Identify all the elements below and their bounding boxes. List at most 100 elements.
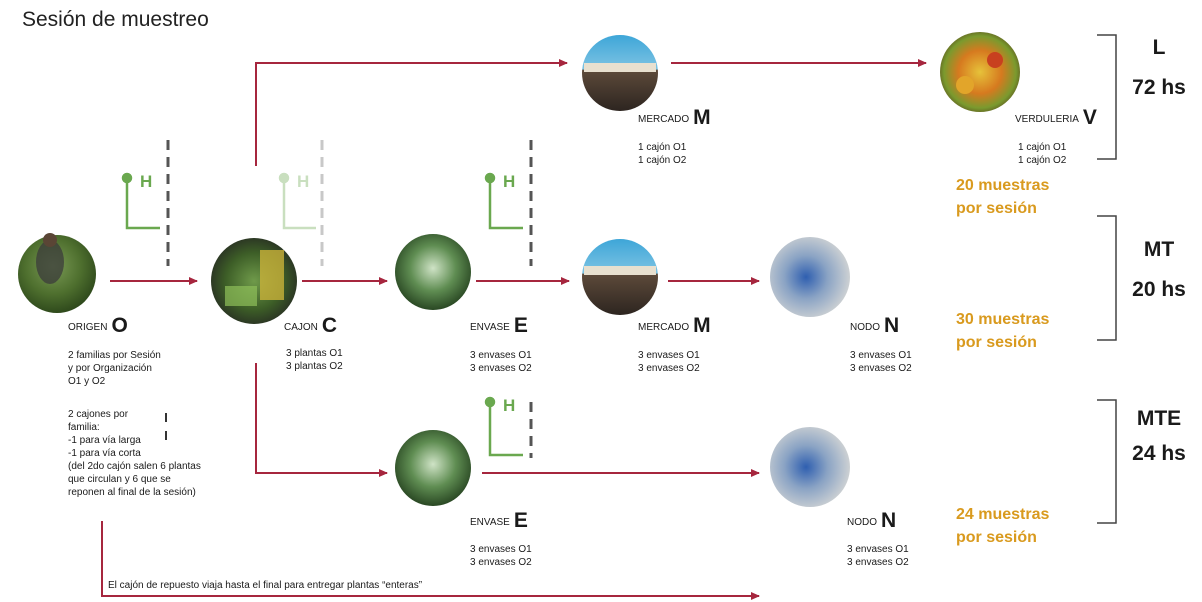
node-envase-bot-desc: 3 envases O1 3 envases O2	[470, 543, 532, 569]
node-nodo-mid-label: NODO N	[850, 314, 899, 338]
node-envase-mid-name: ENVASE	[470, 322, 510, 333]
photo-nodo-bot	[770, 427, 850, 507]
node-envase-bot-letter: E	[513, 509, 528, 532]
text-line: 1 cajón O1	[1018, 142, 1067, 153]
text-line: 3 envases O2	[470, 363, 532, 374]
node-nodo-bot-name: NODO	[847, 517, 877, 528]
node-mercado-mid-letter: M	[693, 314, 711, 337]
bracket-l	[1097, 34, 1117, 160]
node-nodo-mid-letter: N	[884, 314, 900, 337]
text-line: -1 para vía corta	[68, 448, 141, 459]
node-nodo-mid-name: NODO	[850, 322, 880, 333]
photo-envase-bot	[395, 430, 471, 506]
node-cajon-letter: C	[321, 314, 338, 337]
node-origen-letter: O	[111, 314, 128, 337]
text-line: 3 envases O1	[850, 350, 912, 361]
text-line: 2 cajones por	[68, 409, 129, 420]
node-mercado-mid-name: MERCADO	[638, 322, 690, 333]
node-envase-mid-letter: E	[513, 314, 528, 337]
node-cajon-name: CAJON	[284, 322, 318, 333]
text-line: por sesión	[956, 334, 1037, 351]
node-nodo-mid-desc: 3 envases O1 3 envases O2	[850, 349, 912, 375]
node-mercado-top-name: MERCADO	[638, 114, 690, 125]
text-line: 3 envases O2	[847, 557, 909, 568]
text-line: 3 plantas O2	[286, 361, 343, 372]
text-line: por sesión	[956, 200, 1037, 217]
photo-verduleria	[940, 32, 1020, 112]
node-verduleria-desc: 1 cajón O1 1 cajón O2	[1018, 141, 1066, 167]
text-line: 1 cajón O2	[1018, 155, 1067, 166]
spare-crate-note: El cajón de repuesto viaja hasta el fina…	[108, 580, 423, 591]
node-nodo-bot-desc: 3 envases O1 3 envases O2	[847, 543, 909, 569]
text-line: 3 envases O1	[847, 544, 909, 555]
h-marker-3-label: H	[503, 172, 516, 191]
h-marker-4-label: H	[503, 396, 516, 415]
route-l-time: 72 hs	[1132, 76, 1186, 99]
text-line: 1 cajón O1	[638, 142, 687, 153]
photo-origen	[18, 233, 96, 313]
text-line: por sesión	[956, 529, 1037, 546]
arrow-cajon-mercado-top	[255, 59, 568, 166]
text-line: 3 envases O1	[470, 544, 532, 555]
text-line: -1 para vía larga	[68, 435, 141, 446]
text-line: 3 envases O2	[850, 363, 912, 374]
node-cajon-desc: 3 plantas O1 3 plantas O2	[286, 347, 343, 373]
route-l-code: L	[1152, 36, 1166, 59]
text-line: 24 muestras	[956, 506, 1050, 523]
text-line: 30 muestras	[956, 311, 1050, 328]
text-line: 2 familias por Sesión	[68, 350, 161, 361]
text-line: que circulan y 6 que se	[68, 474, 171, 485]
text-line: 3 plantas O1	[286, 348, 343, 359]
samples-l: 20 muestras por sesión	[956, 174, 1049, 220]
photo-mercado-top	[582, 35, 658, 111]
page-title: Sesión de muestreo	[22, 8, 209, 31]
text-line: 3 envases O1	[470, 350, 532, 361]
text-line: (del 2do cajón salen 6 plantas	[68, 461, 201, 472]
samples-mt: 30 muestras por sesión	[956, 308, 1049, 354]
node-origen-desc2: 2 cajones por familia: -1 para vía larga…	[68, 408, 201, 499]
text-line: O1 y O2	[68, 376, 106, 387]
text-line: 1 cajón O2	[638, 155, 687, 166]
node-origen-name: ORIGEN	[68, 322, 108, 333]
h-marker-1-shape	[121, 172, 160, 230]
h-marker-4-shape	[484, 396, 523, 457]
h-marker-3-shape	[484, 172, 523, 230]
samples-mte: 24 muestras por sesión	[956, 503, 1049, 549]
h-marker-1-label: H	[140, 172, 153, 191]
node-nodo-bot-letter: N	[881, 509, 897, 532]
h-marker-2-shape	[278, 172, 316, 230]
route-mte-code: MTE	[1136, 407, 1182, 430]
text-line: 3 envases O2	[638, 363, 700, 374]
text-line: 3 envases O2	[470, 557, 532, 568]
node-mercado-top-letter: M	[693, 106, 711, 129]
node-mercado-mid-desc: 3 envases O1 3 envases O2	[638, 349, 700, 375]
text-line: 20 muestras	[956, 177, 1050, 194]
route-mt-time: 20 hs	[1132, 278, 1186, 301]
text-line: familia:	[68, 422, 100, 433]
arrow-spare-crate	[101, 521, 760, 600]
photo-mercado-mid	[582, 239, 658, 315]
node-mercado-top-desc: 1 cajón O1 1 cajón O2	[638, 141, 686, 167]
bracket-mte	[1097, 399, 1117, 524]
node-origen-desc1: 2 familias por Sesión y por Organización…	[68, 349, 161, 388]
bracket-mt	[1097, 215, 1117, 341]
h-marker-2-label: H	[297, 172, 310, 191]
photo-nodo-mid	[770, 237, 850, 317]
route-mte-time: 24 hs	[1132, 442, 1186, 465]
text-line: 3 envases O1	[638, 350, 700, 361]
node-nodo-bot-label: NODO N	[847, 509, 896, 533]
arrow-cajon-envase-bottom	[255, 363, 388, 477]
node-verduleria-letter: V	[1082, 106, 1097, 129]
text-line: y por Organización	[68, 363, 152, 374]
photo-envase-mid	[395, 234, 471, 310]
route-mt-code: MT	[1143, 238, 1175, 261]
node-envase-mid-desc: 3 envases O1 3 envases O2	[470, 349, 532, 375]
